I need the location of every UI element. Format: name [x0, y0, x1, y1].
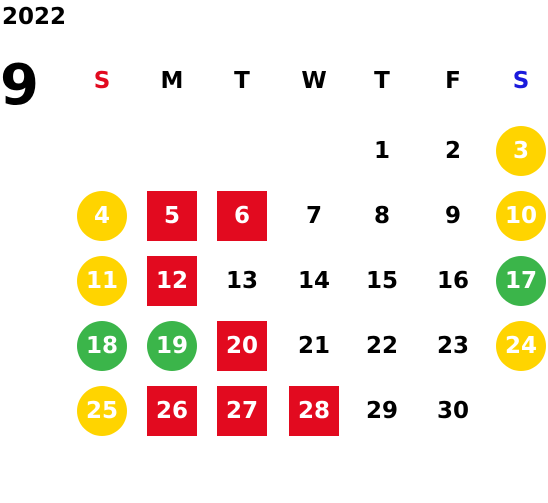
calendar-day-12[interactable]: 12 [147, 256, 197, 306]
calendar-day-22[interactable]: 22 [365, 333, 398, 359]
calendar-day-8[interactable]: 8 [373, 203, 390, 229]
weekday-fri: F [445, 68, 461, 94]
calendar-day-10[interactable]: 10 [496, 191, 546, 241]
weekday-wed: W [301, 68, 327, 94]
calendar-day-13[interactable]: 13 [225, 268, 258, 294]
calendar-day-25[interactable]: 25 [77, 386, 127, 436]
weekday-tue: T [234, 68, 250, 94]
calendar-day-15[interactable]: 15 [365, 268, 398, 294]
calendar-day-2[interactable]: 2 [444, 138, 461, 164]
calendar-day-29[interactable]: 29 [365, 398, 398, 424]
calendar-day-9[interactable]: 9 [444, 203, 461, 229]
year-label: 2022 [2, 4, 67, 30]
calendar-day-6[interactable]: 6 [217, 191, 267, 241]
calendar-day-30[interactable]: 30 [436, 398, 469, 424]
calendar-day-16[interactable]: 16 [436, 268, 469, 294]
calendar-day-4[interactable]: 4 [77, 191, 127, 241]
calendar-day-18[interactable]: 18 [77, 321, 127, 371]
calendar-day-7[interactable]: 7 [305, 203, 322, 229]
calendar-day-11[interactable]: 11 [77, 256, 127, 306]
calendar-day-24[interactable]: 24 [496, 321, 546, 371]
calendar-day-20[interactable]: 20 [217, 321, 267, 371]
weekday-sun: S [93, 68, 111, 94]
calendar-day-17[interactable]: 17 [496, 256, 546, 306]
weekday-sat: S [512, 68, 530, 94]
weekday-thu: T [374, 68, 390, 94]
calendar-day-21[interactable]: 21 [297, 333, 330, 359]
calendar-day-23[interactable]: 23 [436, 333, 469, 359]
calendar-day-27[interactable]: 27 [217, 386, 267, 436]
calendar-day-19[interactable]: 19 [147, 321, 197, 371]
calendar-day-1[interactable]: 1 [373, 138, 390, 164]
calendar-day-14[interactable]: 14 [297, 268, 330, 294]
weekday-mon: M [160, 68, 184, 94]
month-number: 9 [0, 53, 39, 118]
calendar-day-3[interactable]: 3 [496, 126, 546, 176]
calendar-day-28[interactable]: 28 [289, 386, 339, 436]
calendar-day-5[interactable]: 5 [147, 191, 197, 241]
calendar-day-26[interactable]: 26 [147, 386, 197, 436]
